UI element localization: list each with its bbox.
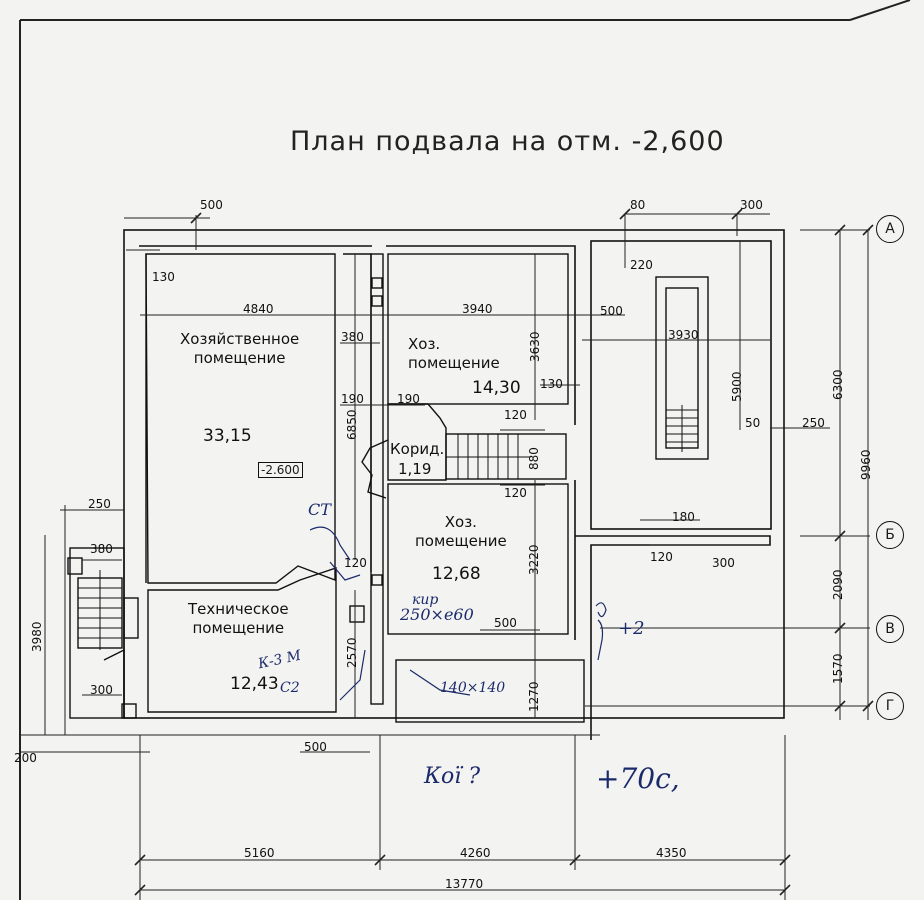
room-1-name: Хозяйственное помещение — [180, 330, 300, 367]
axis-marker-g: Г — [876, 692, 904, 720]
dimension-label: 2090 — [831, 569, 845, 600]
handwritten-note-kir: кир — [412, 592, 439, 608]
drawing-title: План подвала на отм. -2,600 — [290, 126, 725, 157]
axis-marker-b: Б — [876, 521, 904, 549]
dimension-label: 380 — [341, 330, 364, 344]
axis-marker-v: В — [876, 615, 904, 643]
dimension-label: 13770 — [445, 877, 484, 891]
dimension-label: 180 — [672, 510, 695, 524]
dimension-label: 300 — [712, 556, 735, 570]
dimension-label: 50 — [745, 416, 761, 430]
dimension-label: 130 — [540, 377, 563, 391]
dimension-label: 380 — [90, 542, 113, 556]
dimension-label: 190 — [341, 392, 364, 406]
dimension-label: 3940 — [462, 302, 493, 316]
handwritten-note-ct: СТ — [308, 500, 331, 519]
level-mark: -2.600 — [258, 462, 303, 478]
dimension-label: 3980 — [30, 621, 44, 652]
handwritten-note-140: 140×140 — [440, 680, 506, 696]
dimension-label: 190 — [397, 392, 420, 406]
dimension-label: 880 — [527, 447, 541, 470]
dimension-label: 5900 — [730, 371, 744, 402]
dimension-label: 120 — [650, 550, 673, 564]
corridor-name: Корид. — [390, 440, 445, 458]
dimension-label: 1570 — [831, 653, 845, 684]
axis-marker-a: А — [876, 215, 904, 243]
handwritten-note-c2: С2 — [280, 680, 300, 696]
handwritten-note-kir-size: 250×е60 — [400, 605, 474, 624]
room-2-name: Хоз. помещение — [408, 335, 500, 372]
dimension-label: 250 — [88, 497, 111, 511]
handwritten-note-plus70: +70с, — [596, 762, 680, 795]
dimension-label: 6850 — [345, 409, 359, 440]
dimension-label: 500 — [304, 740, 327, 754]
dimension-label: 300 — [740, 198, 763, 212]
dimension-label: 80 — [630, 198, 646, 212]
dimension-label: 6300 — [831, 369, 845, 400]
dimension-label: 2570 — [345, 637, 359, 668]
dimension-label: 500 — [600, 304, 623, 318]
dimension-label: 250 — [802, 416, 825, 430]
outer-walls — [123, 229, 785, 740]
dimension-label: 4350 — [656, 846, 687, 860]
corridor-area: 1,19 — [398, 460, 432, 478]
dimension-lines — [20, 208, 874, 900]
room-3-area: 12,68 — [432, 564, 481, 584]
dimension-label: 4840 — [243, 302, 274, 316]
dimension-label: 220 — [630, 258, 653, 272]
dimension-label: 1270 — [527, 681, 541, 712]
dimension-label: 500 — [494, 616, 517, 630]
dimension-label: 5160 — [244, 846, 275, 860]
dimension-label: 200 — [14, 751, 37, 765]
handwritten-marks — [309, 526, 607, 701]
room-2-area: 14,30 — [472, 378, 521, 398]
handwritten-note-plus2: +2 — [618, 618, 645, 639]
dimension-label: 300 — [90, 683, 113, 697]
dimension-label: 120 — [344, 556, 367, 570]
handwritten-note-koi: Коï ? — [424, 764, 481, 789]
dimension-label: 3630 — [528, 331, 542, 362]
dimension-label: 4260 — [460, 846, 491, 860]
technical-room-name: Техническое помещение — [188, 600, 289, 637]
room-1-area: 33,15 — [203, 426, 252, 446]
dimension-label: 9960 — [859, 449, 873, 480]
sheet-frame-line — [849, 0, 911, 21]
room-outlines — [67, 253, 709, 723]
technical-room-area: 12,43 — [230, 674, 279, 694]
dimension-label: 3930 — [668, 328, 699, 342]
dimension-label: 120 — [504, 486, 527, 500]
dimension-label: 3220 — [527, 544, 541, 575]
room-3-name: Хоз. помещение — [415, 513, 507, 550]
dimension-label: 130 — [152, 270, 175, 284]
dimension-label: 500 — [200, 198, 223, 212]
dimension-label: 120 — [504, 408, 527, 422]
